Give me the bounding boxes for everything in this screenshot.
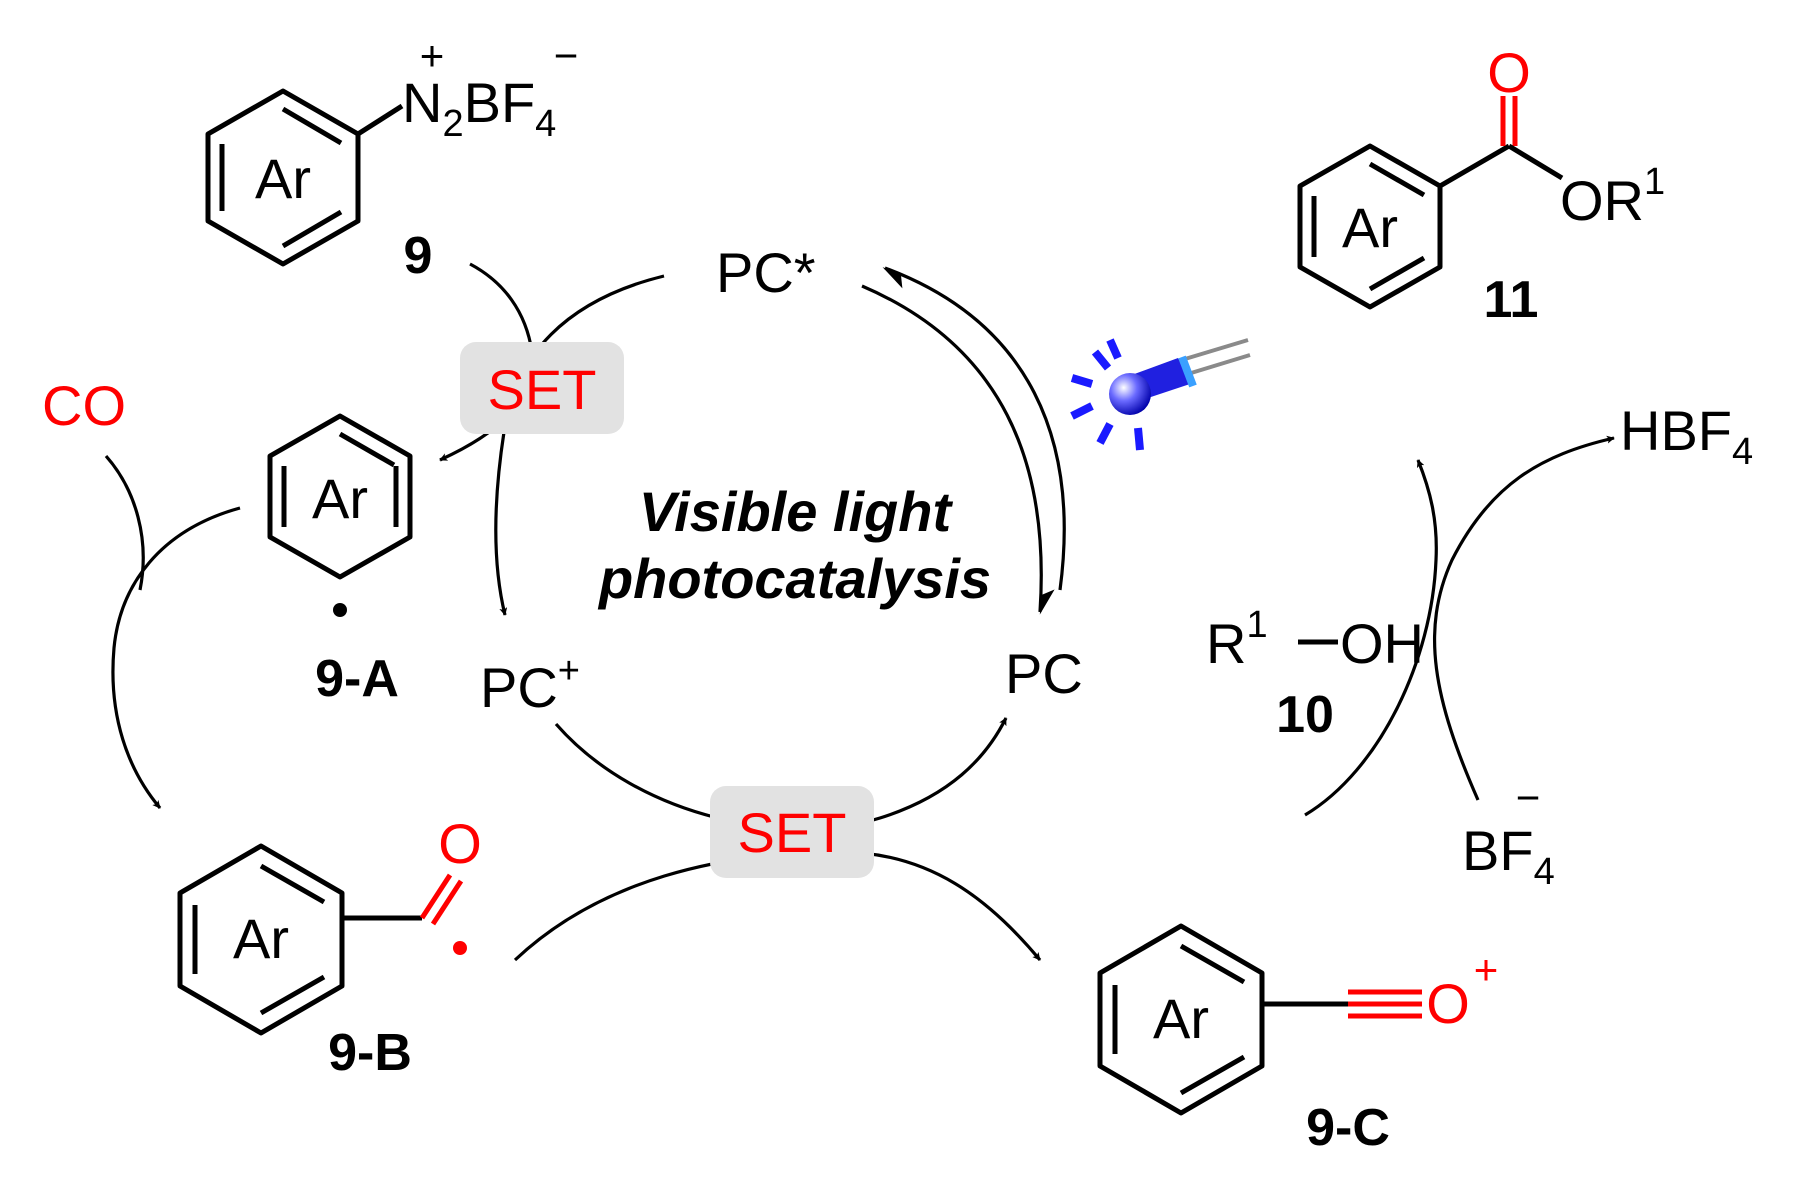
- pc-ground: PC: [1005, 642, 1083, 705]
- compound-number: 9-A: [315, 650, 399, 708]
- set-label: SET: [488, 358, 597, 421]
- compound-number: 9-C: [1306, 1099, 1390, 1157]
- set-box-bottom: SET: [710, 786, 874, 878]
- tetrafluoroborate-charge: −: [1516, 774, 1541, 821]
- ring-label: Ar: [255, 147, 311, 210]
- tetrafluoroborate-charge: −: [554, 32, 579, 79]
- arrow-9A-to-9B: [111, 506, 241, 810]
- set-label: SET: [738, 801, 847, 864]
- alkoxy-group: OR1: [1560, 161, 1665, 232]
- pc-excited: PC*: [716, 241, 816, 304]
- ring-label: Ar: [1342, 196, 1398, 259]
- radical-dot: [453, 941, 467, 955]
- hbf4-byproduct: HBF4: [1620, 399, 1753, 473]
- compound-number: 9-B: [328, 1024, 412, 1082]
- carbon-monoxide: CO: [42, 374, 126, 437]
- compound-11: Ar O OR1 11: [1297, 41, 1665, 329]
- ring-label: Ar: [1153, 987, 1209, 1050]
- set-box-top: SET: [460, 342, 624, 434]
- acyl-oxygen: O: [438, 812, 482, 875]
- compound-number: 10: [1276, 686, 1334, 744]
- compound-10: R1 OH 10: [1206, 604, 1424, 744]
- carbonyl-oxygen: O: [1487, 41, 1531, 104]
- tetrafluoroborate-anion: BF4: [1462, 819, 1555, 893]
- alcohol-hydroxyl: OH: [1340, 612, 1424, 675]
- ring-label: Ar: [312, 467, 368, 530]
- compound-number: 9: [404, 227, 433, 285]
- benzene-ring: [177, 843, 345, 1036]
- acylium-oxygen: O: [1426, 972, 1470, 1035]
- compound-9B: Ar O 9-B: [177, 812, 482, 1082]
- pc-oxidized: PC+: [480, 650, 580, 719]
- arrow-bf4-to-hbf4: [1433, 435, 1615, 801]
- compound-9: Ar N2BF4 + − 9: [205, 32, 579, 285]
- compound-9C: Ar O + 9-C: [1097, 923, 1499, 1157]
- radical-dot: [333, 603, 347, 617]
- diazonium-charge: +: [420, 32, 445, 79]
- arrow-co-addition: [104, 454, 145, 591]
- arrow-pc-ground-to-pc-excited: [882, 266, 1066, 591]
- cycle-title-line-1: Visible light: [639, 480, 954, 543]
- diazonium-group: N2BF4: [402, 71, 556, 145]
- acylium-charge: +: [1474, 946, 1499, 993]
- cycle-title-line-2: photocatalysis: [597, 547, 991, 610]
- benzene-ring: [1097, 923, 1265, 1116]
- compound-9A: Ar 9-A: [267, 413, 413, 708]
- arrow-pc-excited-to-pc-ground: [861, 284, 1055, 615]
- alcohol-formula: R1: [1206, 604, 1268, 675]
- arrow-9C-to-11: [1304, 459, 1438, 817]
- blue-led-icon: [1070, 338, 1251, 451]
- compound-number: 11: [1484, 271, 1539, 329]
- ring-label: Ar: [233, 907, 289, 970]
- benzene-ring: [267, 413, 413, 580]
